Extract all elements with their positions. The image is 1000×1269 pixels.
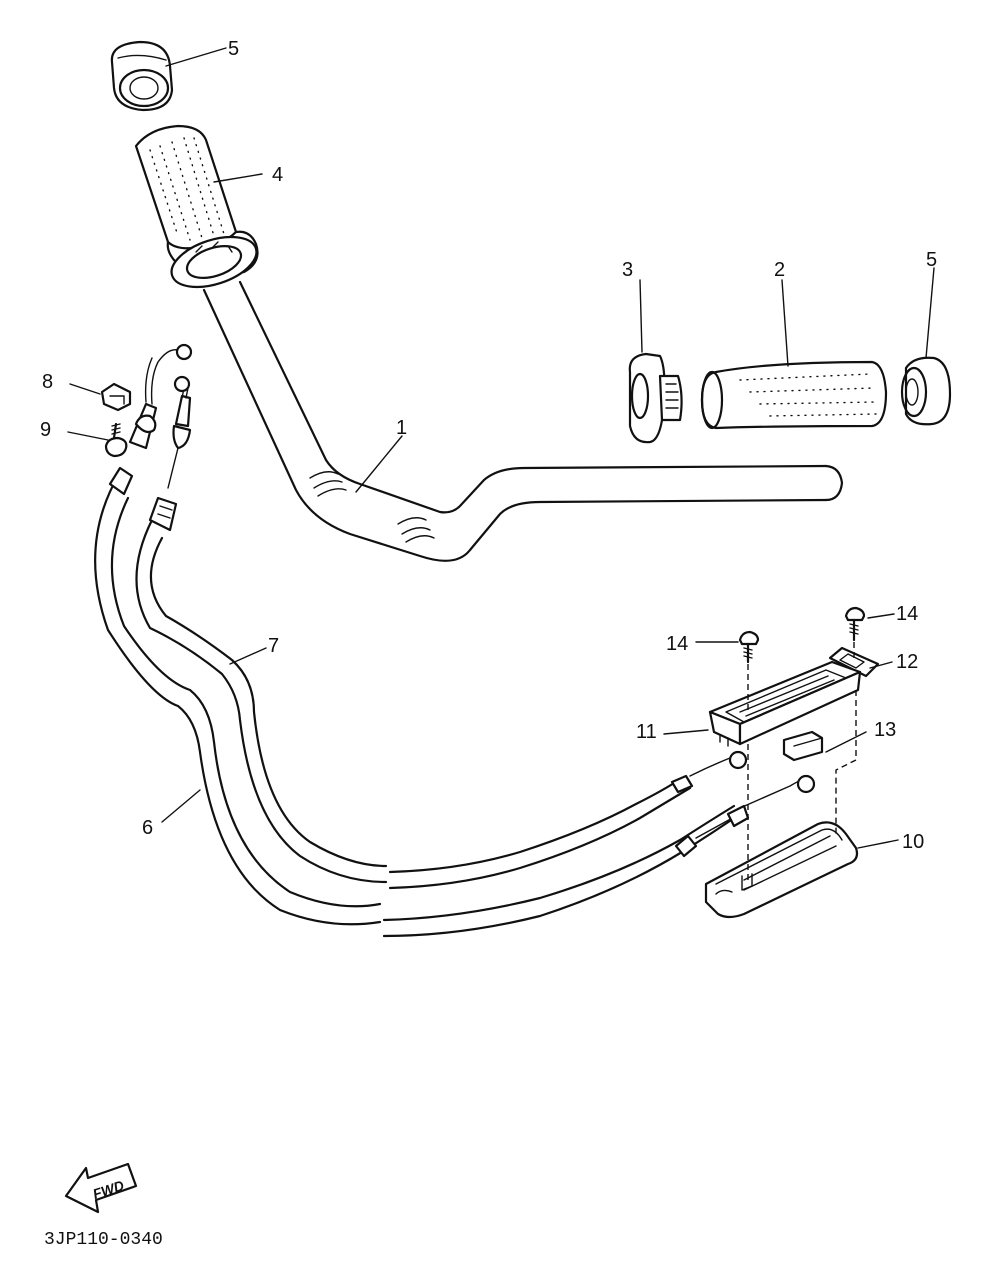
label-part-6: 6 (142, 817, 153, 839)
screw-right (844, 606, 866, 642)
grip-end-cap-right (900, 356, 952, 426)
throttle-grip (134, 124, 259, 289)
assembly-lines (747, 642, 857, 884)
part-number-labels: 5 4 1 3 2 5 8 9 7 6 14 14 12 11 13 10 (40, 38, 937, 853)
label-part-4: 4 (272, 164, 283, 186)
left-grip (700, 360, 888, 430)
label-part-10: 10 (902, 831, 924, 853)
label-part-13: 13 (874, 719, 896, 741)
upper-housing (708, 660, 862, 747)
lower-housing (704, 821, 859, 919)
label-part-5-right: 5 (926, 249, 937, 271)
leader-lines (67, 47, 935, 849)
label-part-5-top: 5 (228, 38, 239, 60)
label-part-14-left: 14 (666, 633, 688, 655)
forward-arrow-icon: FWD (64, 1162, 138, 1214)
label-part-7: 7 (268, 635, 279, 657)
throttle-cable-2 (135, 375, 748, 890)
cable-clamp (100, 382, 132, 412)
label-part-9: 9 (40, 419, 51, 441)
label-part-8: 8 (42, 371, 53, 393)
label-part-3: 3 (622, 259, 633, 281)
drawing-code: 3JP110-0340 (44, 1230, 163, 1250)
grip-collar (628, 352, 683, 444)
label-part-12: 12 (896, 651, 918, 673)
switch-block (782, 730, 824, 762)
screw-left (738, 630, 760, 664)
label-part-1: 1 (396, 417, 407, 439)
label-part-11: 11 (636, 721, 657, 743)
label-part-2: 2 (774, 259, 785, 281)
handlebar (202, 280, 844, 562)
clamp-screw (104, 422, 128, 458)
grip-end-cap-top (110, 40, 174, 112)
label-part-14-right: 14 (896, 603, 918, 625)
throttle-cable-1 (94, 343, 816, 938)
